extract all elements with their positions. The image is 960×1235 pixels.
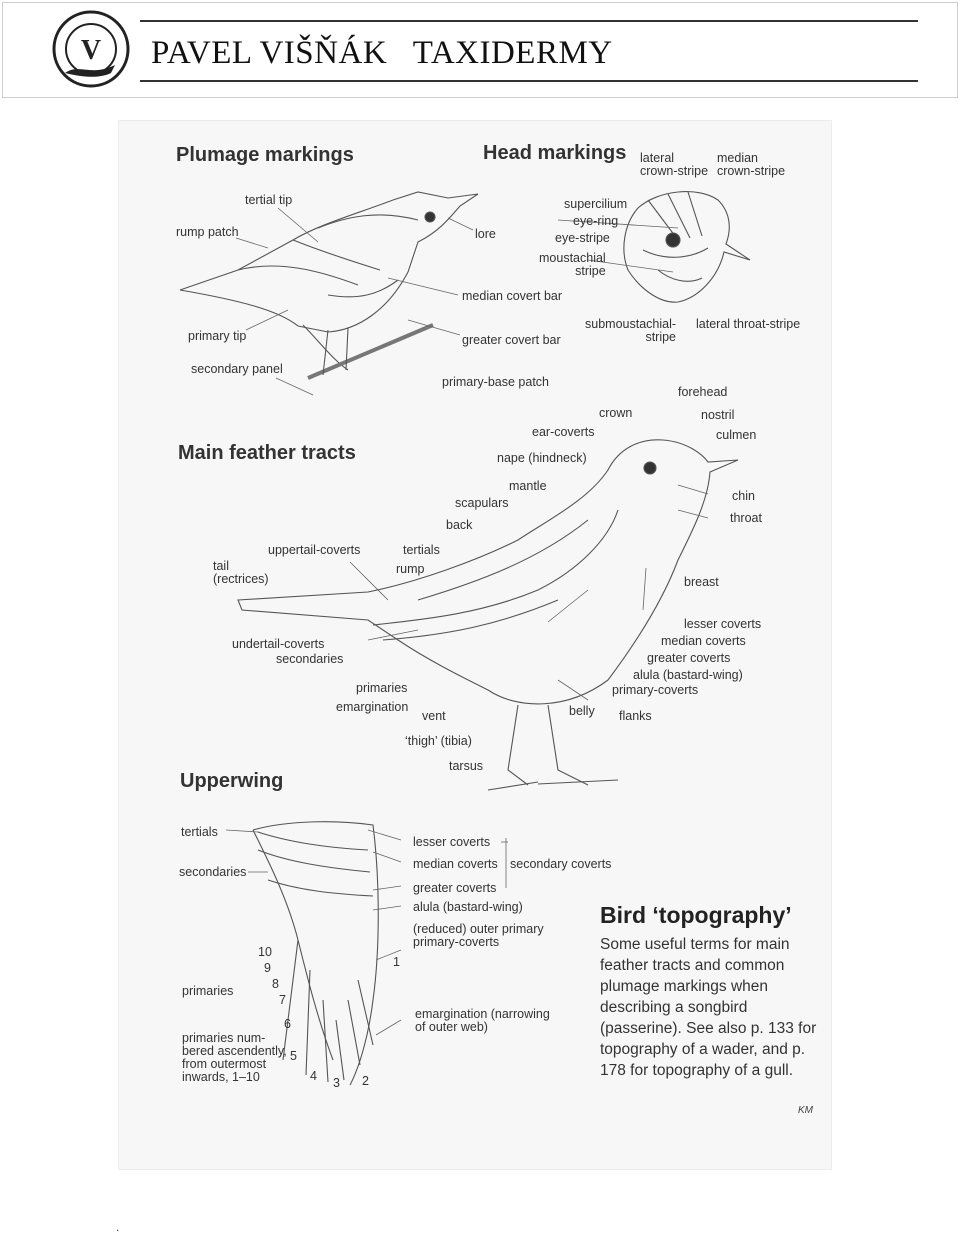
wing-label-secondaries: secondaries [179,865,247,879]
primary-number: 8 [272,977,279,991]
label-vent: vent [422,709,446,723]
brand-title: PAVEL VIŠŇÁK TAXIDERMY [151,35,613,71]
label-primary-coverts: primary-coverts [612,683,699,697]
label-supercilium: supercilium [564,197,628,211]
label-culmen: culmen [716,428,757,442]
info-text: Some useful terms for main feather tract… [600,936,817,1079]
label-lore: lore [475,227,496,241]
logo-letter: V [81,35,101,66]
label-tarsus: tarsus [449,759,484,773]
title-head-markings: Head markings [483,142,627,164]
primary-number: 3 [333,1076,340,1090]
title-main-feather-tracts: Main feather tracts [178,442,356,464]
label-lateral-throat-stripe: lateral throat-stripe [696,317,801,331]
primary-number: 6 [284,1017,291,1031]
label-emargination: emargination [336,700,409,714]
label-alula: alula (bastard-wing) [633,668,743,682]
label-ear-coverts: ear-coverts [532,425,595,439]
label-chin: chin [732,489,755,503]
label-rump: rump [396,562,425,576]
label-nostril: nostril [701,408,735,422]
topography-sheet: Plumage markings Head markings Main feat… [118,120,832,1170]
illustrator-credit: KM [798,1105,813,1116]
wing-label-primaries: primaries [182,984,234,998]
header-rule-bottom [140,80,918,82]
label-primary-tip: primary tip [188,329,247,343]
wing-label-median-coverts: median coverts [413,857,498,871]
upperwing-illustration [252,821,379,1086]
primary-number: 10 [258,945,272,959]
wing-label-primaries-numbered: primaries num- bered ascendently, from o… [182,1031,287,1084]
label-scapulars: scapulars [455,496,509,510]
label-tail: tail (rectrices) [213,559,269,586]
primary-number: 9 [264,961,271,975]
label-crown: crown [599,406,633,420]
label-median-crown-stripe: median crown-stripe [717,151,786,178]
label-secondaries: secondaries [276,652,344,666]
header-rule-top [140,20,918,22]
label-median-coverts: median coverts [661,634,746,648]
label-thigh: ‘thigh’ (tibia) [405,734,472,748]
wing-label-secondary-coverts: secondary coverts [510,857,612,871]
thrush-illustration [237,439,739,791]
footer-mark: . [116,1220,120,1234]
head-illustration [623,191,751,303]
info-title: Bird ‘topography’ [600,902,792,928]
warbler-illustration [179,191,479,380]
label-tertials: tertials [403,543,440,557]
label-eye-ring: eye-ring [573,214,619,228]
label-mantle: mantle [509,479,547,493]
label-flanks: flanks [619,709,652,723]
primary-number: 4 [310,1069,317,1083]
illustrations [179,191,751,1086]
label-tertial-tip: tertial tip [245,193,293,207]
label-submoustachial-stripe: submoustachial- stripe [585,317,677,344]
primary-number: 7 [279,993,286,1007]
wing-label-lesser-coverts: lesser coverts [413,835,491,849]
wing-label-alula: alula (bastard-wing) [413,900,523,914]
title-upperwing: Upperwing [180,770,284,792]
label-nape: nape (hindneck) [497,451,587,465]
label-greater-covert-bar: greater covert bar [462,333,561,347]
label-breast: breast [684,575,719,589]
label-secondary-panel: secondary panel [191,362,283,376]
page-header: V PAVEL VIŠŇÁK TAXIDERMY [2,2,958,98]
label-lesser-coverts: lesser coverts [684,617,762,631]
label-undertail-coverts: undertail-coverts [232,637,325,651]
label-eye-stripe: eye-stripe [555,231,610,245]
label-forehead: forehead [678,385,728,399]
wing-label-outer-primary-coverts: (reduced) outer primary primary-coverts [413,922,544,949]
leader-lines [225,207,709,1036]
wing-label-emargination: emargination (narrowing of outer web) [415,1007,550,1034]
wing-label-tertials: tertials [181,825,218,839]
wing-label-greater-coverts: greater coverts [413,881,497,895]
label-uppertail-coverts: uppertail-coverts [268,543,361,557]
label-throat: throat [730,511,762,525]
title-plumage-markings: Plumage markings [176,144,354,166]
taxidermy-logo: V [52,10,130,88]
primary-number: 5 [290,1049,297,1063]
label-belly: belly [569,704,595,718]
label-greater-coverts: greater coverts [647,651,731,665]
primary-number: 1 [393,955,400,969]
label-back: back [446,518,473,532]
primary-number: 2 [362,1074,369,1088]
label-primaries: primaries [356,681,408,695]
label-moustachial-stripe: moustachial stripe [539,251,606,278]
label-rump-patch: rump patch [176,225,239,239]
label-primary-base-patch: primary-base patch [442,375,549,389]
label-median-covert-bar: median covert bar [462,289,563,303]
label-lateral-crown-stripe: lateral crown-stripe [640,151,709,178]
